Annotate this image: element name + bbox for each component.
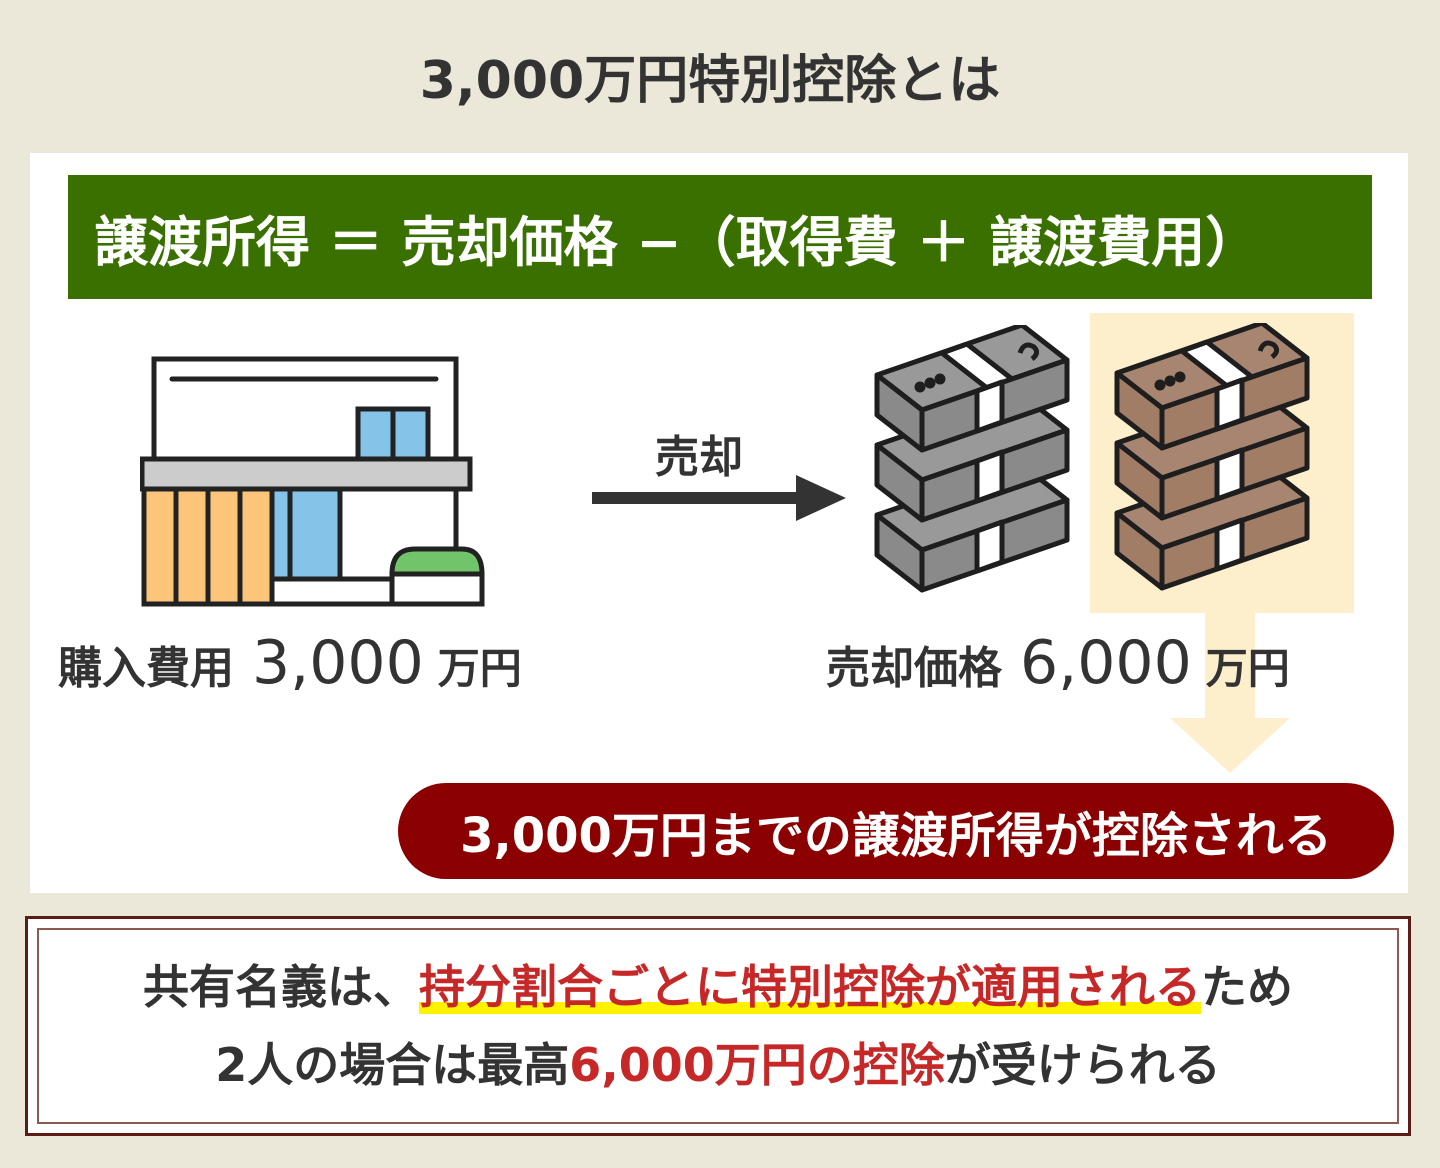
gray-money-stack-icon xyxy=(874,325,1070,593)
purchase-label-text: 購入費用 xyxy=(58,643,234,694)
note-line-2-highlight: 6,000万円の控除 xyxy=(569,1038,945,1092)
deduction-result-pill: 3,000万円までの譲渡所得が控除される xyxy=(398,783,1394,879)
diagram-panel: 譲渡所得 ＝ 売却価格 −（取得費 ＋ 譲渡費用） 売却 xyxy=(30,153,1408,893)
formula-banner: 譲渡所得 ＝ 売却価格 −（取得費 ＋ 譲渡費用） xyxy=(68,175,1372,299)
brown-money-stack-icon xyxy=(1114,323,1310,591)
note-line-1-suffix: ため xyxy=(1201,960,1293,1014)
note-line-1: 共有名義は、持分割合ごとに特別控除が適用されるため xyxy=(143,948,1293,1026)
right-arrow-icon xyxy=(592,475,846,521)
note-line-1-prefix: 共有名義は、 xyxy=(143,960,419,1014)
note-line-2-suffix: が受けられる xyxy=(944,1038,1221,1092)
sale-label-text: 売却価格 xyxy=(826,643,1002,694)
joint-ownership-note: 共有名義は、持分割合ごとに特別控除が適用されるため 2人の場合は最高6,000万… xyxy=(25,916,1411,1136)
down-arrow-icon xyxy=(1170,613,1290,773)
page-title: 3,000万円特別控除とは xyxy=(419,51,1001,111)
note-line-1-highlight: 持分割合ごとに特別控除が適用される xyxy=(419,960,1201,1014)
sale-unit: 万円 xyxy=(1205,644,1290,693)
sale-price-label: 売却価格 6,000 万円 xyxy=(826,628,1290,698)
note-line-2-prefix: 2人の場合は最高 xyxy=(215,1038,570,1092)
sale-amount: 6,000 xyxy=(1020,628,1192,698)
purchase-unit: 万円 xyxy=(437,644,522,693)
note-line-2: 2人の場合は最高6,000万円の控除が受けられる xyxy=(215,1026,1221,1104)
note-inner-frame: 共有名義は、持分割合ごとに特別控除が適用されるため 2人の場合は最高6,000万… xyxy=(37,928,1399,1124)
sale-arrow-label: 売却 xyxy=(655,432,743,483)
house-icon xyxy=(140,356,485,607)
purchase-cost-label: 購入費用 3,000 万円 xyxy=(58,628,522,698)
purchase-amount: 3,000 xyxy=(252,628,424,698)
